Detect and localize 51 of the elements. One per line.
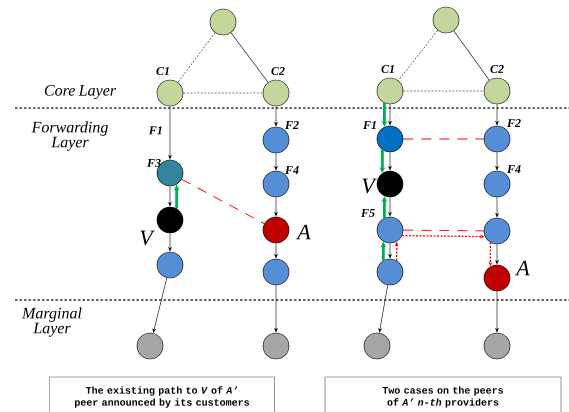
node-label: C1 [381,64,394,74]
layer-label: Marginal Layer [22,307,82,337]
node-label: C1 [156,66,169,76]
circle-node [262,332,290,360]
node-label: F3 [146,158,161,168]
node-label: V [362,178,377,194]
circle-node [262,258,290,286]
node-label: F2 [507,119,521,127]
node-label: F4 [507,165,521,173]
node-label: F4 [285,166,299,174]
connector-line [453,30,490,80]
node-label: C2 [490,64,504,74]
circle-node [432,6,460,34]
connector-line [403,90,484,92]
connector-line [398,30,438,81]
circle-node [210,8,236,36]
circle-node [156,206,184,234]
node-label: V [140,230,155,246]
circle-node [376,78,404,104]
circle-node [262,80,290,106]
circle-node [376,170,404,198]
node-label: A [296,224,311,240]
circle-node [156,80,184,106]
caption-box: The existing path to V of A’ peer announced by its customers [49,376,275,412]
connector-line [402,138,484,140]
node-label: F1 [363,121,376,129]
connector-line [183,92,263,94]
layer-label: Core Layer [44,84,116,100]
circle-node [376,126,404,152]
circle-node [262,216,290,244]
circle-node [136,332,164,360]
connector-line [181,178,265,224]
circle-node [484,218,510,244]
node-label: C2 [271,66,285,76]
circle-node [484,126,510,152]
circle-node [484,78,510,104]
layer-label: Forwarding Layer [32,121,108,151]
circle-node [364,332,390,360]
circle-node [156,252,184,278]
connector-line [178,32,216,83]
circle-node [376,258,404,286]
circle-node [376,216,404,244]
node-label: F5 [361,209,375,217]
caption-box: Two cases on the peers of A’ n-th providers [324,376,562,412]
circle-node [484,332,510,360]
node-label: F2 [285,121,299,129]
edge-label: F1 [148,126,162,134]
connector-line [230,32,268,83]
circle-node [484,264,510,292]
connector-line [402,230,484,232]
node-label: A [515,260,530,276]
